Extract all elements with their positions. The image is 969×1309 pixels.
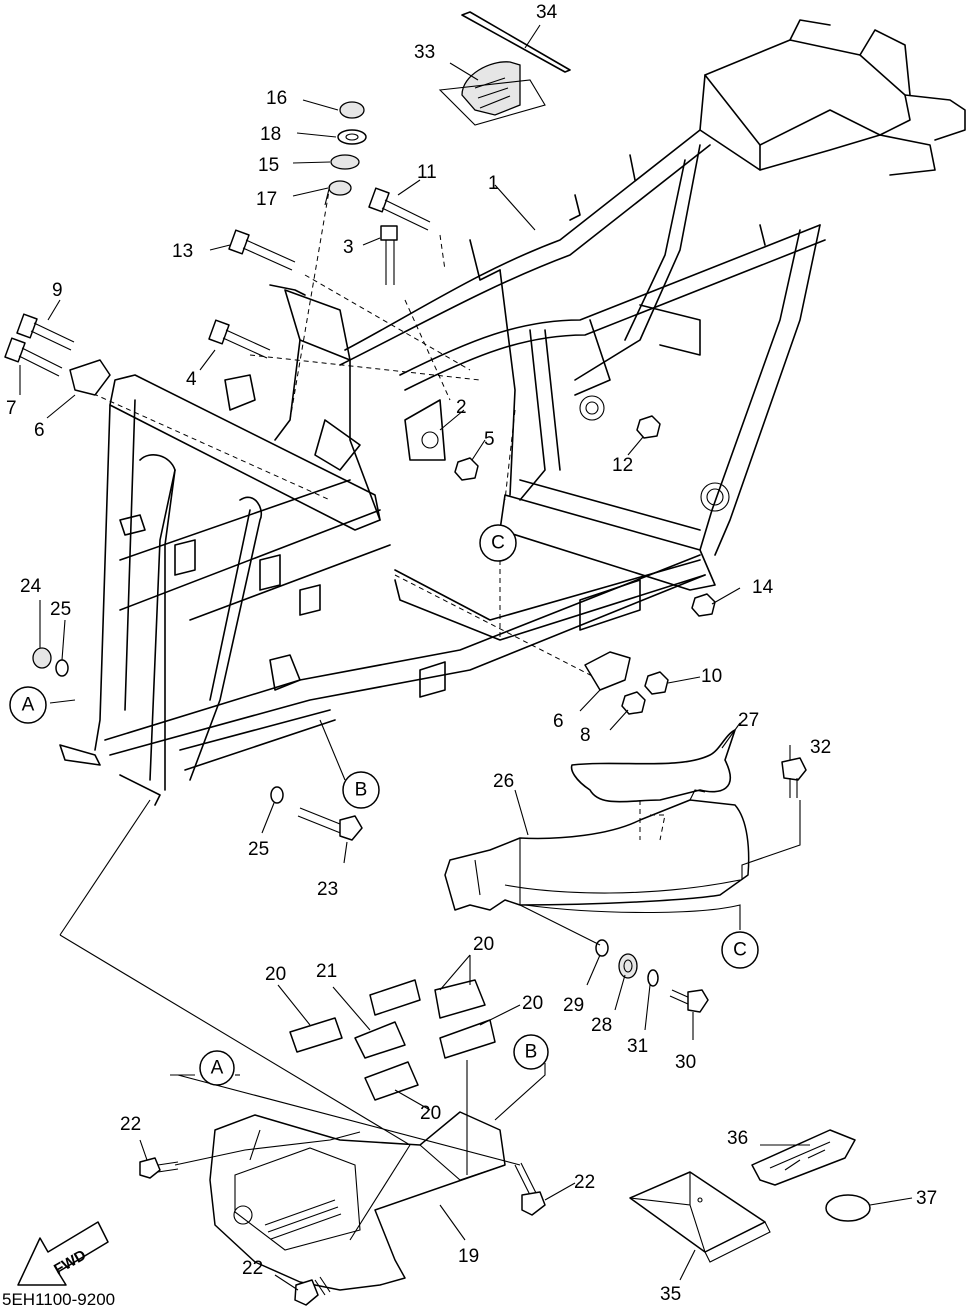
callout-4: 4 <box>186 369 197 390</box>
washer-25-lower <box>270 786 284 804</box>
washer-25-upper <box>55 659 69 677</box>
ref-c-frame: C <box>491 533 505 554</box>
callout-23: 23 <box>317 879 338 900</box>
rear-cover-assembly <box>444 729 750 911</box>
callout-9: 9 <box>52 280 63 301</box>
callout-24: 24 <box>20 576 42 597</box>
bolt-32 <box>781 757 807 798</box>
callout-20-b: 20 <box>473 934 494 955</box>
callout-20-d: 20 <box>420 1103 441 1124</box>
callout-20-c: 20 <box>522 993 543 1014</box>
callout-32: 32 <box>810 737 831 758</box>
callout-19: 19 <box>458 1246 479 1267</box>
callout-17: 17 <box>256 189 277 210</box>
callout-29: 29 <box>563 995 584 1016</box>
callout-37: 37 <box>916 1188 937 1209</box>
fwd-arrow-icon: FWD <box>17 1221 109 1286</box>
bolt-22-right <box>514 1162 546 1216</box>
callout-16: 16 <box>266 88 287 109</box>
nut-8 <box>621 691 646 715</box>
callout-6-lower: 6 <box>553 711 564 732</box>
cable-tie-part <box>461 11 571 73</box>
tool-part <box>751 1129 856 1186</box>
callout-28: 28 <box>591 1015 612 1036</box>
bolt-22-left <box>139 1157 179 1179</box>
clamp-part <box>438 61 546 126</box>
callout-13: 13 <box>172 241 193 262</box>
callout-34: 34 <box>536 2 558 23</box>
ref-b-skid: B <box>525 1042 538 1063</box>
washer-24 <box>32 647 52 669</box>
bolt-23 <box>297 807 363 841</box>
washer-29 <box>595 939 609 957</box>
callout-10: 10 <box>701 666 722 687</box>
ref-b-frame: B <box>355 780 368 801</box>
reference-markers: A A B B C C <box>9 524 759 1086</box>
callout-31: 31 <box>627 1036 648 1057</box>
ref-a-frame: A <box>22 695 35 716</box>
bolt-30 <box>669 989 709 1013</box>
callout-8: 8 <box>580 725 591 746</box>
callout-3: 3 <box>343 237 354 258</box>
callout-30: 30 <box>675 1052 696 1073</box>
disc-part <box>825 1194 871 1222</box>
ref-c-cover: C <box>733 940 747 961</box>
bolt-9 <box>16 313 75 351</box>
skid-plate <box>209 1111 506 1291</box>
bolt-7 <box>4 337 63 377</box>
bolt-22-bottom <box>294 1276 331 1306</box>
frame-assembly <box>59 19 966 806</box>
callout-22-right: 22 <box>574 1172 595 1193</box>
callout-36: 36 <box>727 1128 748 1149</box>
bolt-13 <box>228 229 296 271</box>
nut-12 <box>636 415 661 439</box>
callout-18: 18 <box>260 124 281 145</box>
nut-10 <box>644 671 669 695</box>
tool-bag-part <box>629 1171 771 1263</box>
plate-6-upper <box>69 359 111 396</box>
nut-5 <box>454 457 479 481</box>
callout-2: 2 <box>456 397 467 418</box>
plate-6-lower <box>584 651 631 691</box>
callout-22-bottom: 22 <box>242 1258 263 1279</box>
callout-21: 21 <box>316 961 337 982</box>
callout-6-upper: 6 <box>34 420 45 441</box>
callout-25-upper: 25 <box>50 599 71 620</box>
callout-5: 5 <box>484 429 495 450</box>
callout-11: 11 <box>417 162 437 183</box>
bolt-3 <box>380 225 398 285</box>
callout-25-lower: 25 <box>248 839 269 860</box>
callout-12: 12 <box>612 455 633 476</box>
leader-lines <box>19 24 913 1291</box>
callout-14: 14 <box>752 577 774 598</box>
callout-labels: 34 33 16 18 15 17 11 1 13 3 9 4 7 6 2 5 … <box>6 2 937 1305</box>
callout-1: 1 <box>488 173 499 194</box>
callout-26: 26 <box>493 771 514 792</box>
callout-33: 33 <box>414 42 435 63</box>
drawing-code: 5EH1100-9200 <box>2 1290 115 1309</box>
bolt-4 <box>208 319 271 359</box>
callout-20-a: 20 <box>265 964 286 985</box>
nut-14 <box>691 593 716 617</box>
collar-28 <box>618 953 638 979</box>
callout-27: 27 <box>738 710 759 731</box>
callout-22-left: 22 <box>120 1114 141 1135</box>
ref-a-skid: A <box>211 1058 224 1079</box>
washer-31 <box>647 969 659 987</box>
pads-group <box>289 979 496 1101</box>
washer-stack <box>328 101 367 196</box>
callout-15: 15 <box>258 155 279 176</box>
callout-7: 7 <box>6 398 17 419</box>
bolt-11 <box>368 187 431 231</box>
callout-35: 35 <box>660 1284 681 1305</box>
